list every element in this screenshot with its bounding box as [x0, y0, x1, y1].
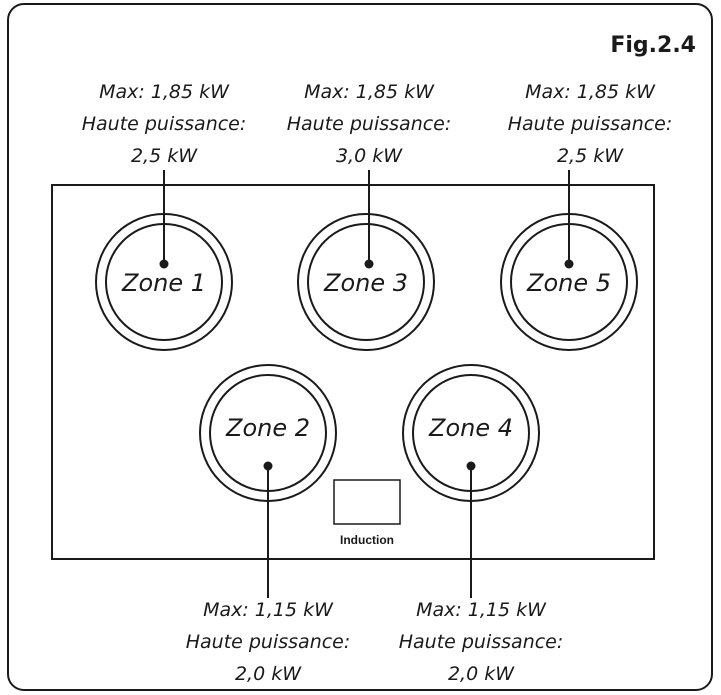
zone-1-inner-ring: [105, 223, 223, 341]
zone-1-label: Zone 1: [121, 269, 206, 297]
zone-3-dot: [364, 259, 374, 269]
zone-4-label: Zone 4: [428, 414, 513, 442]
zone-5-inner-ring: [510, 223, 628, 341]
zone-2-boost-value: 2,0 kW: [235, 663, 302, 685]
zone-1-boost-value: 2,5 kW: [131, 145, 198, 167]
zone-2-max: Max: 1,15 kW: [203, 599, 334, 621]
zone-3-max: Max: 1,85 kW: [304, 81, 435, 103]
zone-1-outer-ring: [95, 213, 233, 351]
zone-2: Zone 2 Max: 1,15 kW Haute puissance: 2,0…: [186, 364, 351, 685]
outer-frame: [7, 3, 713, 691]
zone-1-max: Max: 1,85 kW: [99, 81, 230, 103]
zone-1: Max: 1,85 kW Haute puissance: 2,5 kW Zon…: [82, 81, 247, 351]
zone-3-label: Zone 3: [323, 269, 408, 297]
induction-badge-box: [333, 479, 401, 525]
zone-5-label: Zone 5: [526, 269, 611, 297]
zone-3-boost-label: Haute puissance:: [287, 113, 452, 135]
zone-3: Max: 1,85 kW Haute puissance: 3,0 kW Zon…: [287, 81, 452, 351]
zone-4: Zone 4 Max: 1,15 kW Haute puissance: 2,0…: [399, 364, 564, 685]
zone-1-boost-label: Haute puissance:: [82, 113, 247, 135]
zone-3-outer-ring: [297, 213, 435, 351]
zone-5-boost-label: Haute puissance:: [508, 113, 673, 135]
zone-3-inner-ring: [307, 223, 425, 341]
zone-5-dot: [564, 259, 574, 269]
cooktop-surface: [51, 184, 655, 560]
induction-badge: Induction: [333, 479, 401, 547]
zone-3-boost-value: 3,0 kW: [336, 145, 403, 167]
zone-2-label: Zone 2: [225, 414, 310, 442]
zone-4-boost-value: 2,0 kW: [448, 663, 515, 685]
figure-label: Fig.2.4: [610, 33, 696, 58]
zone-4-max: Max: 1,15 kW: [416, 599, 547, 621]
zone-5-max: Max: 1,85 kW: [525, 81, 656, 103]
zone-5: Max: 1,85 kW Haute puissance: 2,5 kW Zon…: [500, 81, 673, 351]
zone-1-dot: [159, 259, 169, 269]
induction-badge-label: Induction: [340, 533, 394, 547]
zone-5-outer-ring: [500, 213, 638, 351]
zone-2-boost-label: Haute puissance:: [186, 631, 351, 653]
zone-5-boost-value: 2,5 kW: [557, 145, 624, 167]
zone-4-boost-label: Haute puissance:: [399, 631, 564, 653]
